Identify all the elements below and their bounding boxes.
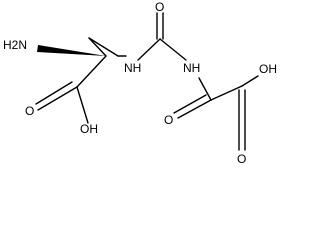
stereo-wedge-bond [37, 45, 106, 56]
label-oxalyl-carbonyl-o: O [164, 113, 173, 127]
bond-c1-o-double-b [35, 81, 73, 105]
structure-diagram: H2N O OH NH O NH O O OH [3, 0, 277, 166]
bond-nh1-cu [137, 38, 161, 61]
label-acid1-carbonyl-o: O [25, 104, 34, 118]
label-urea-carbonyl-o: O [155, 0, 164, 14]
label-acid2-hydroxyl: OH [259, 62, 277, 76]
bond-ca-ch2 [88, 37, 107, 57]
bond-nh2-cox [198, 77, 212, 101]
molecule-drawing: H2N O OH NH O NH O O OH [3, 0, 277, 166]
label-acid2-carbonyl-o: O [237, 152, 246, 166]
bond-cox-o-double-b [173, 94, 207, 114]
bond-cu-nh2 [159, 38, 187, 61]
label-urea-nh-left: NH [124, 61, 141, 75]
bond-cox-o-double-a [177, 99, 212, 119]
bond-ca-cb [76, 55, 107, 88]
bond-c1-o-double-a [37, 86, 78, 111]
label-urea-nh-right: NH [183, 61, 200, 75]
bond-cacid-oh [241, 75, 259, 87]
bond-c1-oh [76, 86, 89, 124]
bond-ch2-cnext [88, 37, 119, 57]
bond-cox-cacid [210, 85, 243, 101]
label-acid1-hydroxyl: OH [80, 122, 98, 136]
label-amine: H2N [3, 38, 27, 52]
